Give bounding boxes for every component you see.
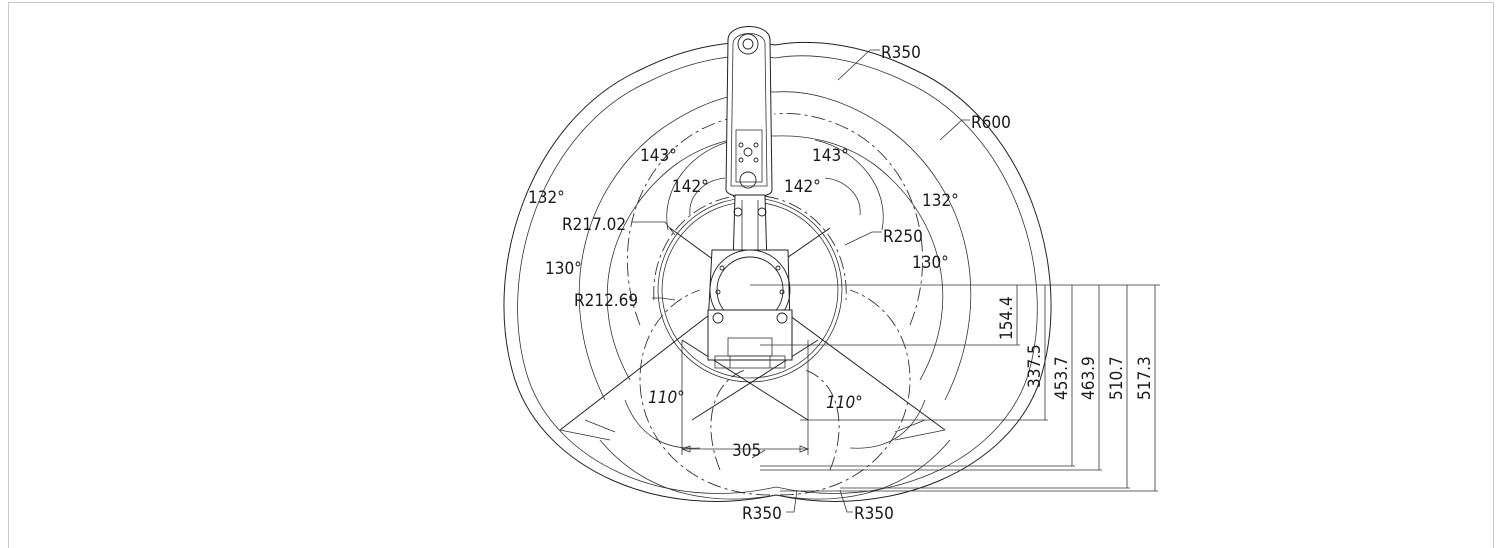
label-r212: R212.69 [574,291,638,311]
label-143-right: 143° [812,146,849,166]
label-130-left: 130° [545,259,582,279]
label-height-5: 510.7 [1107,356,1127,400]
width-dimension [680,340,810,455]
height-dimensions [750,284,1160,492]
label-r250: R250 [883,227,923,247]
label-height-4: 463.9 [1079,356,1099,400]
label-height-1: 154.4 [997,296,1017,340]
label-r350-bottom-left: R350 [742,504,782,524]
label-r350-top: R350 [881,43,921,63]
radius-labels: R350 R600 R250 R217.02 R212.69 R350 R350 [562,43,1011,524]
label-110-left: 110° [648,388,685,408]
label-130-right: 130° [912,253,949,273]
label-142-left: 142° [672,177,709,197]
label-height-3: 453.7 [1052,356,1072,400]
label-132-right: 132° [922,191,959,211]
label-142-right: 142° [784,177,821,197]
label-r217: R217.02 [562,215,626,235]
label-110-right: 110° [826,393,863,413]
label-width-305: 305 [732,441,761,461]
label-143-left: 143° [640,146,677,166]
leader-lines [632,49,970,513]
label-r600: R600 [971,113,1011,133]
outer-envelope [503,41,1052,502]
label-height-6: 517.3 [1135,356,1155,400]
angle-labels: 143° 143° 142° 142° 132° 132° 130° 130° … [528,146,959,413]
height-labels: 154.4 337.5 453.7 463.9 510.7 517.3 [997,296,1155,400]
robot-arm [707,26,793,369]
label-r350-bottom-right: R350 [854,504,894,524]
inner-arcs [578,91,972,449]
label-132-left: 132° [528,188,565,208]
label-height-2: 337.5 [1025,344,1045,388]
